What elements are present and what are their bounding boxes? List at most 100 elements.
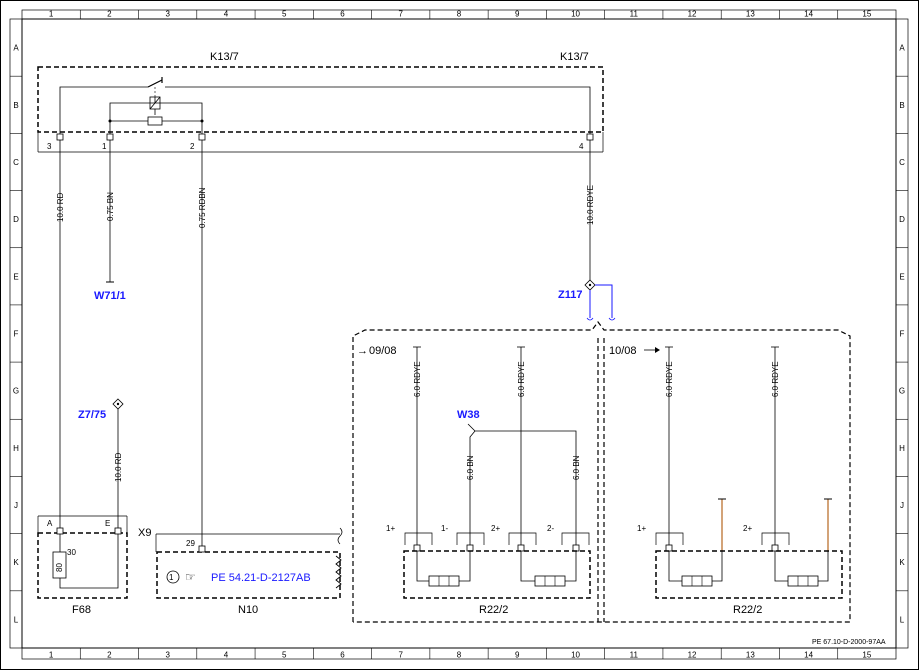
reference-link[interactable]: PE 54.21-D-2127AB (211, 572, 311, 584)
grid-row-right-F: F (900, 330, 905, 339)
grid-row-right-G: G (899, 387, 905, 396)
r22r-pin-2plus: 2+ (743, 524, 752, 533)
wire-label-b1: 6.0 BN (466, 455, 475, 480)
heater-element-4 (787, 575, 819, 587)
k13-label-right: K13/7 (560, 51, 589, 63)
ground-w38: W38 (457, 409, 480, 421)
grid-row-left-G: G (13, 387, 19, 396)
r22-right: 6.0 RDYE 6.0 RDYE 1+ 2+ R22/2 (637, 346, 843, 616)
bottom-grid-band (21, 647, 897, 660)
splice-z117-label: Z117 (558, 289, 582, 301)
heater-element-1 (428, 575, 460, 587)
grid-row-right-L: L (900, 615, 905, 624)
k13-pin-2: 2 (190, 142, 195, 151)
r22-variants: → 09/08 10/08 (352, 321, 851, 623)
module-symbol-icon (166, 570, 180, 584)
grid-row-left-L: L (14, 615, 19, 624)
k13-pin-3: 3 (47, 142, 52, 151)
k13-relay: K13/7 K13/7 3 1 2 4 (37, 51, 604, 153)
heater-element-2 (534, 575, 566, 587)
grid-col-top-9: 9 (515, 10, 520, 19)
grid-col-bottom-8: 8 (457, 651, 462, 660)
r22r-pin-1plus: 1+ (637, 524, 646, 533)
grid-row-right-C: C (899, 158, 905, 167)
variants-bracket (352, 321, 851, 623)
grid-col-bottom-12: 12 (688, 651, 697, 660)
r22-right-label: R22/2 (733, 604, 762, 616)
n10-pin-29: 29 (186, 539, 195, 548)
grid-row-right-J: J (900, 501, 904, 510)
grid-col-bottom-9: 9 (515, 651, 520, 660)
r22-left-label: R22/2 (479, 604, 508, 616)
wire-label-10rd: 10.0 RD (56, 192, 65, 222)
right-grid-band (895, 18, 909, 649)
grid-row-left-B: B (13, 101, 18, 110)
grid-col-top-4: 4 (224, 10, 229, 19)
grid-row-left-A: A (13, 44, 19, 53)
grid-row-right-B: B (899, 101, 904, 110)
grid-row-right-K: K (899, 558, 905, 567)
grid-col-bottom-6: 6 (340, 651, 345, 660)
grid-col-top-6: 6 (340, 10, 345, 19)
n10-label: N10 (238, 604, 258, 616)
k13-pin-4: 4 (579, 142, 584, 151)
n10-module: X9 29 1 ☞ PE 54.21-D-2127AB N10 (138, 527, 343, 616)
grid-marks: 1122334455667788991010111112121313141415… (10, 10, 908, 660)
r22l-pin-2minus: 2- (547, 524, 554, 533)
grid-row-right-E: E (899, 272, 904, 281)
hand-pointer-icon: ☞ (185, 570, 196, 584)
svg-text:1: 1 (169, 573, 174, 582)
grid-col-top-1: 1 (49, 10, 54, 19)
f68-fuse-box: A E 80 30 F68 (37, 515, 128, 616)
grid-row-left-J: J (14, 501, 18, 510)
left-grid-band (9, 18, 23, 649)
grid-col-bottom-5: 5 (282, 651, 287, 660)
k13-pin-1: 1 (102, 142, 107, 151)
grid-col-top-7: 7 (399, 10, 404, 19)
x9-label: X9 (138, 527, 151, 539)
fuse-pin-30: 30 (67, 548, 76, 557)
grid-row-right-D: D (899, 215, 905, 224)
grid-col-top-15: 15 (862, 10, 871, 19)
grid-row-left-C: C (13, 158, 19, 167)
wire-label-10rd-z7: 10.0 RD (114, 452, 123, 482)
grid-col-top-2: 2 (107, 10, 112, 19)
grid-col-bottom-10: 10 (571, 651, 580, 660)
r22-right-box (655, 550, 843, 599)
f68-label: F68 (72, 604, 91, 616)
fuse-value: 80 (55, 563, 64, 572)
r22-left: 6.0 RDYE 6.0 RDYE W38 6.0 BN 6.0 BN 1+ 1… (386, 346, 591, 616)
grid-col-bottom-14: 14 (804, 651, 813, 660)
r22-left-box (403, 550, 591, 599)
r22l-pin-1minus: 1- (441, 524, 448, 533)
grid-col-top-3: 3 (165, 10, 170, 19)
wire-label-10rdye: 10.0 RDYE (586, 185, 595, 225)
ground-w71: W71/1 (94, 290, 126, 302)
grid-col-top-5: 5 (282, 10, 287, 19)
wire-label-075bn: 0.75 BN (106, 192, 115, 221)
splice-z117: Z117 (558, 279, 616, 321)
heater-element-3 (681, 575, 713, 587)
grid-row-right-H: H (899, 444, 905, 453)
wire-label-r3: 6.0 RDYE (665, 361, 674, 397)
grid-col-bottom-7: 7 (399, 651, 404, 660)
grid-col-bottom-3: 3 (165, 651, 170, 660)
wire-label-r4: 6.0 RDYE (771, 361, 780, 397)
grid-row-right-A: A (899, 44, 905, 53)
grid-col-bottom-4: 4 (224, 651, 229, 660)
n10-box (156, 551, 341, 599)
grid-col-top-10: 10 (571, 10, 580, 19)
grid-row-left-K: K (13, 558, 19, 567)
drawing-border (21, 18, 897, 649)
wire-label-b2: 6.0 BN (572, 455, 581, 480)
splice-z7-label: Z7/75 (78, 409, 106, 421)
grid-col-top-14: 14 (804, 10, 813, 19)
f68-box (37, 532, 128, 599)
variant-left-label: 09/08 (369, 345, 397, 357)
wire-label-r2: 6.0 RDYE (517, 361, 526, 397)
fuse-80 (52, 551, 67, 579)
grid-col-top-11: 11 (630, 10, 639, 19)
r22l-pin-2plus: 2+ (491, 524, 500, 533)
